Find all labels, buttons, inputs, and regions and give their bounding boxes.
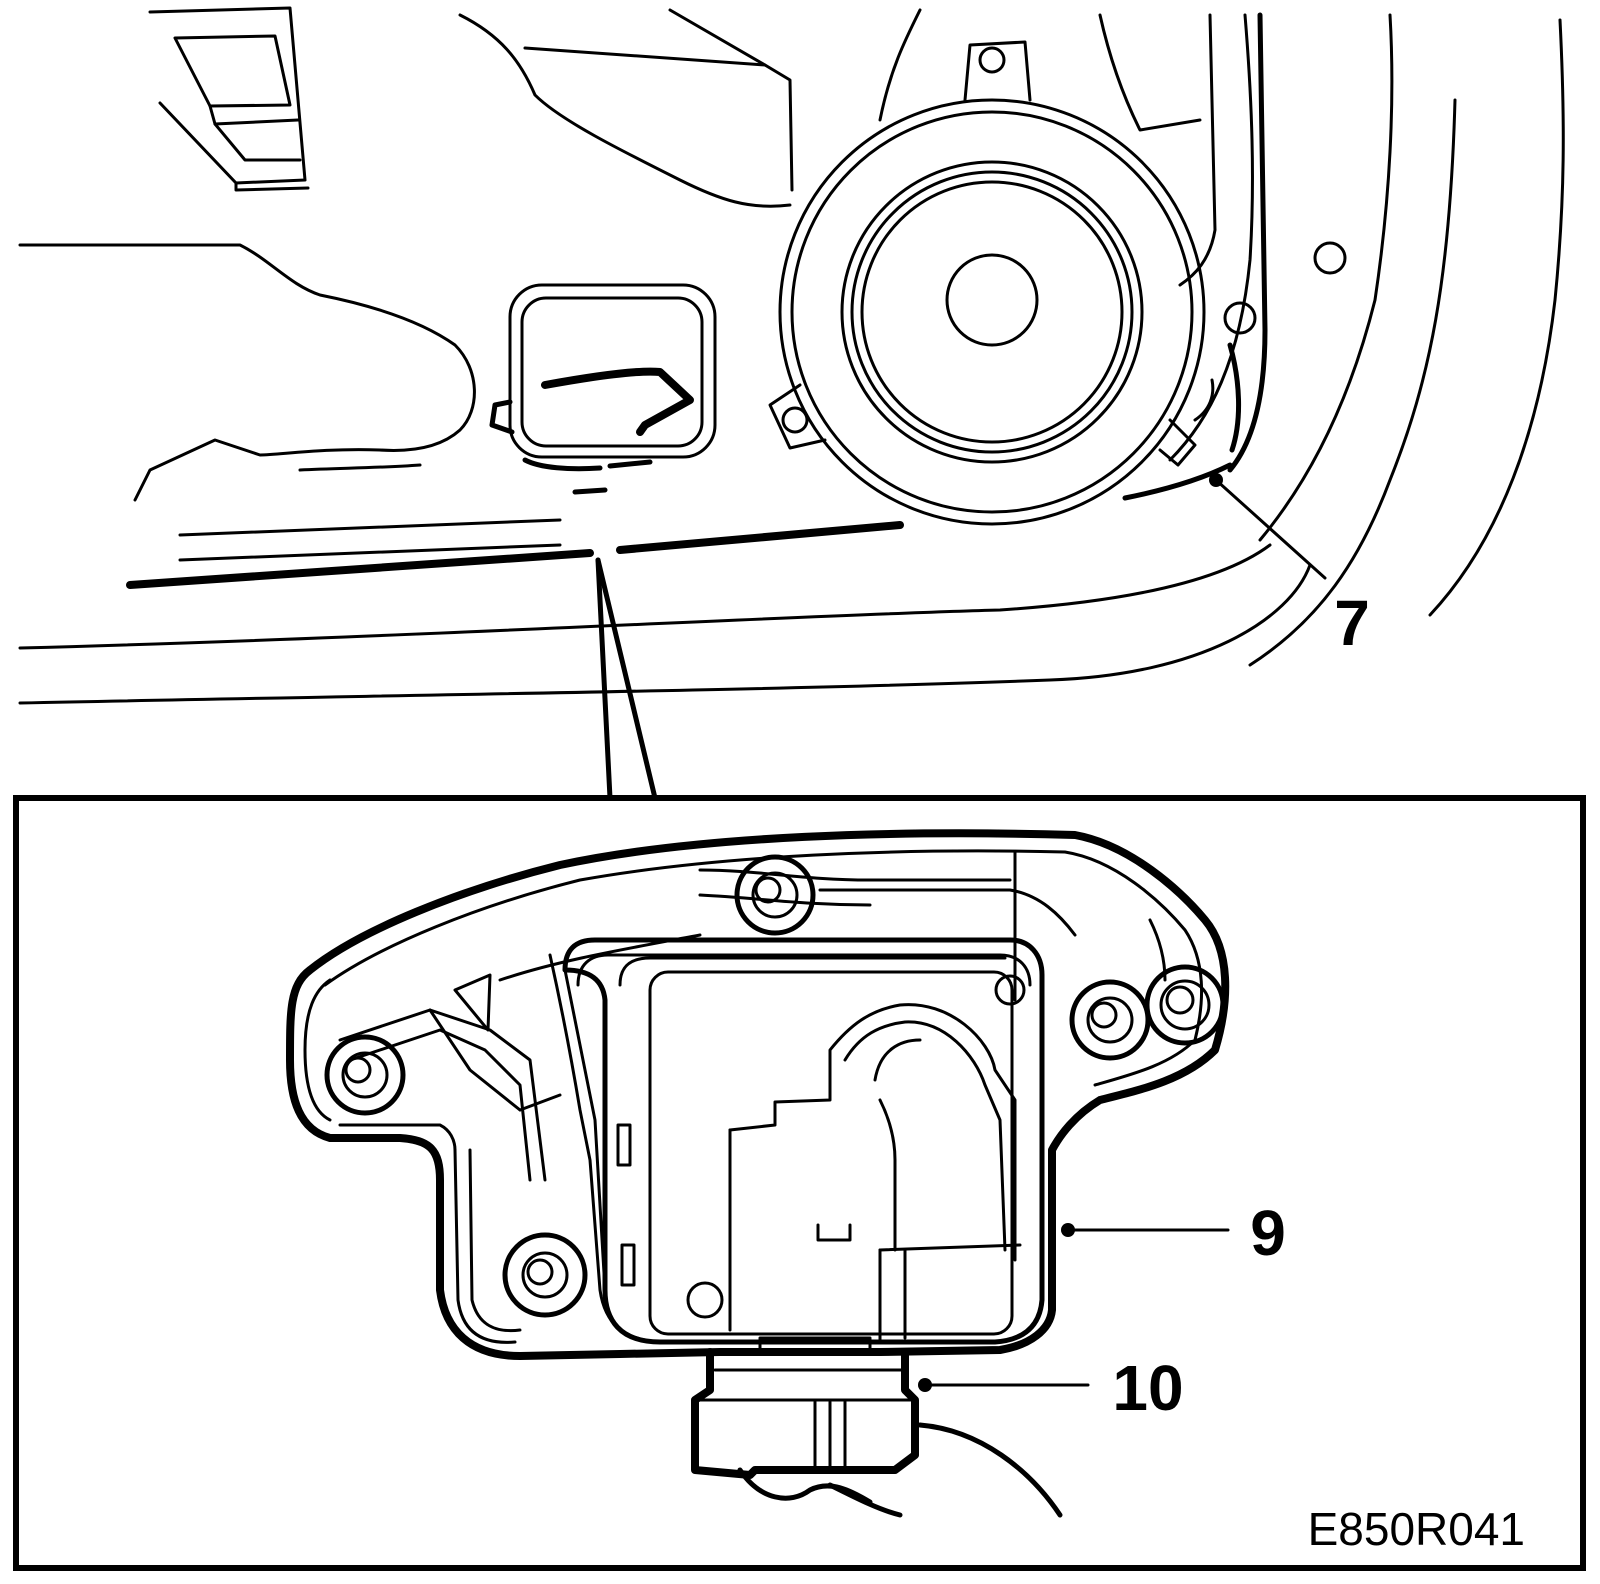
- connector: [691, 1336, 1063, 1518]
- callout-label-7: 7: [1334, 587, 1370, 659]
- callout-7: 7: [1209, 473, 1370, 659]
- handle-recess: [489, 283, 717, 495]
- mounting-boss: [1144, 964, 1226, 1046]
- mounting-boss: [734, 854, 816, 936]
- callout-label-10: 10: [1112, 1352, 1183, 1424]
- mounting-boss: [1069, 979, 1151, 1061]
- detail-frame: [13, 795, 1586, 1571]
- door-panel-contours: [18, 8, 1565, 705]
- detail-pointer-left: [595, 557, 613, 801]
- callout-9: 9: [1061, 1197, 1286, 1269]
- mounting-boss: [324, 1034, 406, 1116]
- detail-view: 9 10 E850R041: [13, 795, 1586, 1571]
- trim-piece: [148, 6, 310, 192]
- callout-label-9: 9: [1250, 1197, 1286, 1269]
- detail-pointer-right: [595, 557, 658, 801]
- speaker: [768, 40, 1215, 526]
- door-overview: 7: [18, 6, 1565, 705]
- callout-10: 10: [918, 1352, 1184, 1424]
- lock-assembly: [286, 829, 1230, 1360]
- lock-panel: [1122, 342, 1242, 501]
- mounting-boss: [502, 1232, 588, 1318]
- figure-code: E850R041: [1308, 1503, 1525, 1555]
